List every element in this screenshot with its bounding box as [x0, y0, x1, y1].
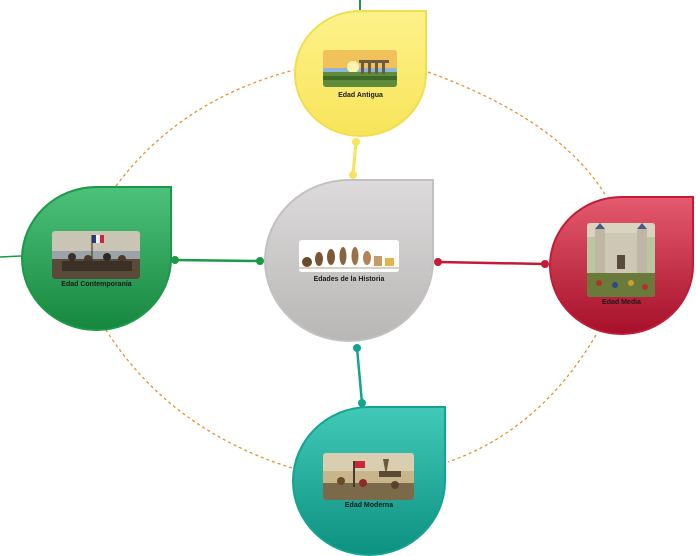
topic-label: Edad Media: [602, 299, 641, 306]
topic-edad-contemporania[interactable]: Edad Contemporanía: [21, 186, 172, 331]
contemporanea-left-stub: [0, 255, 22, 258]
connector-media: [437, 260, 546, 266]
connector-contemporanea-dot-start[interactable]: [171, 256, 179, 264]
central-topic-edades-de-la-historia[interactable]: Edades de la Historia: [264, 179, 434, 342]
connector-media-dot-start[interactable]: [434, 258, 442, 266]
connector-antigua-dot-start[interactable]: [352, 138, 360, 146]
connector-moderna-dot-start[interactable]: [353, 344, 361, 352]
relationship-arc-contemporanea-antigua: [115, 69, 295, 187]
connector-media-dot-end[interactable]: [541, 260, 549, 268]
connector-antigua-dot-end[interactable]: [349, 171, 357, 179]
medieval-castle-image: [587, 223, 655, 297]
ancient-ruins-image: [323, 50, 397, 87]
topic-label: Edad Antigua: [338, 92, 383, 99]
columbus-landing-image: [323, 453, 414, 500]
topic-edad-antigua[interactable]: Edad Antigua: [294, 10, 427, 137]
connector-moderna: [355, 347, 364, 404]
connector-contemporanea-dot-end[interactable]: [256, 257, 264, 265]
connector-antigua: [351, 141, 358, 176]
topic-label: Edad Moderna: [344, 502, 394, 509]
central-topic-label: Edades de la Historia: [313, 276, 385, 283]
connector-contemporanea: [174, 258, 261, 263]
revolution-battle-image: [52, 231, 140, 279]
relationship-arc-antigua-media: [427, 71, 607, 197]
relationship-arc-media-moderna: [447, 334, 597, 463]
connector-moderna-dot-end[interactable]: [358, 399, 366, 407]
topic-edad-moderna[interactable]: Edad Moderna: [292, 406, 446, 556]
human-evolution-image: [299, 240, 399, 272]
topic-edad-media[interactable]: Edad Media: [549, 196, 694, 335]
topic-label: Edad Contemporanía: [61, 281, 132, 288]
connections-layer: [0, 0, 607, 469]
relationship-arc-moderna-contemporanea: [105, 329, 293, 469]
